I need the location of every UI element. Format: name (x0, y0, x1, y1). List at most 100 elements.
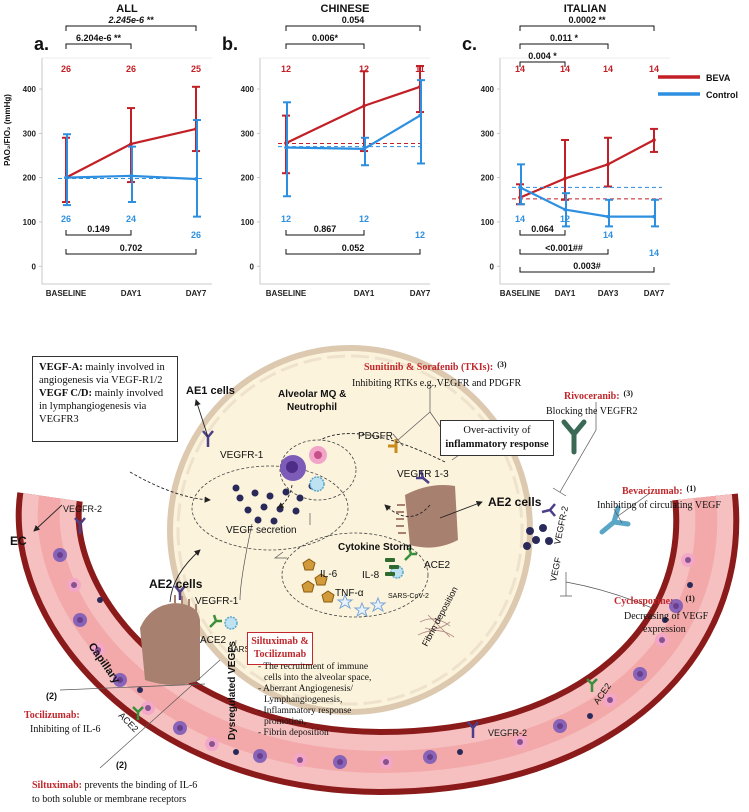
bottom-bracket-label: 0.149 (87, 224, 110, 234)
bottom-bracket (65, 230, 132, 236)
x-tick-label: DAY7 (410, 289, 431, 298)
bottom-bracket (519, 267, 655, 273)
significance-label: 0.004 * (528, 51, 557, 61)
dysreg-item-6: promotion, (264, 717, 306, 727)
vegf-info-line5: VEGFR3 (39, 414, 79, 425)
control-n-label: 12 (415, 230, 425, 240)
vegf-info-line2: angiogenesis via VEGF-R1/2 (39, 375, 163, 386)
data-point (418, 113, 422, 118)
vegf-dot-vessel (137, 687, 143, 693)
y-tick-label: 100 (241, 218, 255, 227)
bottom-bracket (519, 249, 609, 255)
significance-bracket (519, 43, 609, 49)
series-beva (278, 64, 424, 175)
control-n-label: 12 (359, 214, 369, 224)
macrophage-icon-nucleus (286, 461, 298, 473)
control-n-label: 24 (126, 214, 136, 224)
vegfr2-right-label: VEGFR-2 (552, 505, 570, 545)
blood-cell-nucleus (685, 557, 691, 563)
control-n-label: 14 (649, 248, 659, 258)
bottom-bracket (65, 249, 197, 255)
dysregulated-effects-list: - The recruitment of immune cells into t… (258, 662, 418, 744)
beva-n-label: 14 (515, 64, 525, 74)
y-tick-label: 100 (23, 218, 37, 227)
tnf-stars-icon (336, 593, 387, 618)
fibrin-icon (417, 613, 455, 641)
vegfr1-left-receptor-icon (174, 585, 186, 600)
toci-drug-name: Tocilizumab: (24, 710, 80, 721)
blood-cell-nucleus (337, 759, 343, 765)
il8-label: IL-8 (362, 570, 380, 581)
significance-label: 0.0002 ** (568, 15, 606, 25)
blood-cell-nucleus (209, 741, 215, 747)
ace2-bottom-right-receptor-icon (586, 678, 598, 692)
data-point (194, 177, 198, 181)
blood-cell-nucleus (177, 725, 183, 731)
vegf-dot-vessel (233, 749, 239, 755)
vegf-dot-vessel (97, 597, 103, 603)
tnf-label: TNF-α (335, 588, 364, 599)
ae2-right-arrow (439, 500, 483, 519)
dysregulated-label: Dysregulated VEGFs (227, 641, 238, 740)
siltux-box-line1: Siltuximab & (251, 636, 309, 647)
vegfr-dotted-arrow (384, 504, 431, 517)
rivoceranib-antibody-icon (561, 419, 587, 455)
x-tick-label: DAY3 (598, 289, 619, 298)
x-tick-label: DAY7 (186, 289, 207, 298)
blood-cell-nucleus (145, 705, 151, 711)
significance-bracket (65, 25, 197, 31)
il8-bars-icon (385, 558, 399, 576)
data-point (606, 162, 610, 167)
data-point (362, 147, 366, 151)
beva-n-label: 12 (281, 64, 291, 74)
beva-drug-name: Bevacizumab:(1) (622, 484, 696, 497)
vegf-dot-vessel (687, 582, 693, 588)
tki-drug-desc: Inhibiting RTKs e.g.,VEGFR and PDGFR (352, 378, 521, 389)
macrophage-zone (279, 439, 357, 501)
y-tick-label: 100 (481, 218, 495, 227)
data-point (563, 176, 567, 181)
vegfr2-right-vessel-receptor-icon (541, 503, 556, 517)
y-tick-label: 400 (481, 85, 495, 94)
blood-cell-nucleus (659, 637, 665, 643)
vegf-dot-vessel (662, 617, 668, 623)
vegf-info-line3: VEGF C/D: mainly involved (39, 388, 164, 399)
vegf-vessel-label: VEGF (548, 556, 563, 583)
toci-ref: (2) (46, 691, 57, 701)
panel-letter: c. (462, 34, 477, 54)
data-point (652, 214, 656, 219)
ace2-left-receptor-icon (209, 614, 222, 628)
over-activity-line1: Over-activity of (463, 425, 531, 436)
vegf-dot (296, 494, 304, 502)
bottom-bracket-label: 0.702 (120, 243, 143, 253)
vegfr2-bottom-label: VEGFR-2 (488, 728, 527, 738)
data-point (606, 214, 610, 219)
beva-n-label: 11 (415, 64, 425, 74)
x-tick-label: DAY1 (121, 289, 142, 298)
y-tick-label: 200 (241, 174, 255, 183)
blood-cell-nucleus (257, 753, 263, 759)
x-tick-label: BASELINE (500, 289, 541, 298)
ace2-right-label: ACE2 (424, 560, 451, 571)
beva-n-label: 12 (359, 64, 369, 74)
control-n-label: 26 (191, 230, 201, 240)
over-activity-dotted-arrow (319, 433, 446, 463)
virus-icon-mq (309, 476, 325, 492)
data-point (518, 185, 522, 190)
ae1-arrow (194, 399, 209, 438)
bottom-bracket-label: 0.867 (314, 224, 337, 234)
data-point (563, 207, 567, 212)
alveolar-mq-label-1: Alveolar MQ & (278, 389, 346, 400)
blood-cell-nucleus (383, 759, 389, 765)
il6-label: IL-6 (320, 569, 338, 580)
vessel-vegf-dots (523, 524, 553, 550)
vegf-dot (236, 494, 244, 502)
vegfr13-receptor-icon (416, 470, 430, 484)
blood-cells (53, 548, 695, 769)
over-activity-line2: inflammatory response (445, 439, 549, 450)
bottom-bracket-label: <0.001## (545, 243, 583, 253)
y-tick-label: 200 (481, 174, 495, 183)
beva-n-label: 14 (649, 64, 659, 74)
x-tick-label: BASELINE (266, 289, 307, 298)
